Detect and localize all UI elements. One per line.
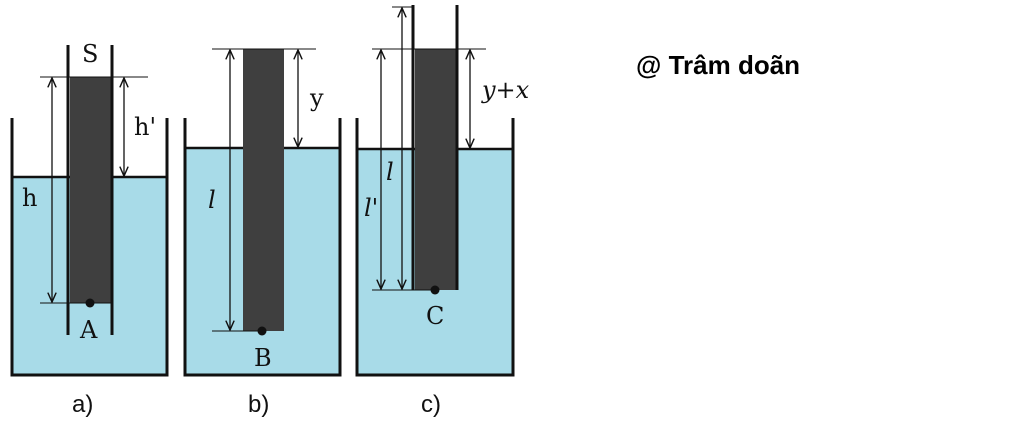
container-c bbox=[355, 118, 515, 377]
container-b bbox=[183, 118, 342, 377]
container-a bbox=[10, 118, 169, 377]
label-S: S bbox=[82, 40, 98, 68]
label-y-plus-x: y+x bbox=[481, 76, 530, 104]
tube-b bbox=[243, 49, 284, 331]
label-h-prime: h' bbox=[134, 113, 156, 141]
point-dot-a bbox=[85, 298, 95, 308]
tube-a bbox=[70, 77, 111, 303]
panel-b: y l B b) bbox=[183, 48, 342, 418]
label-h: h bbox=[22, 184, 37, 212]
label-l-prime: l' bbox=[364, 194, 378, 222]
point-dot-b bbox=[257, 326, 267, 336]
label-C: C bbox=[426, 302, 444, 330]
label-A: A bbox=[79, 316, 98, 344]
label-l-b: l bbox=[208, 186, 216, 214]
panel-c: y+x l l' C c) bbox=[355, 5, 530, 418]
caption-c: c) bbox=[421, 391, 441, 418]
author-credit: @ Trâm doãn bbox=[636, 50, 801, 80]
panel-a: S h' h A a) bbox=[10, 40, 169, 418]
caption-b: b) bbox=[248, 391, 269, 418]
caption-a: a) bbox=[72, 391, 93, 418]
label-B: B bbox=[254, 344, 272, 372]
point-dot-c bbox=[430, 285, 440, 295]
label-y: y bbox=[309, 84, 324, 112]
label-l-c: l bbox=[386, 158, 394, 186]
tube-c bbox=[415, 49, 456, 290]
